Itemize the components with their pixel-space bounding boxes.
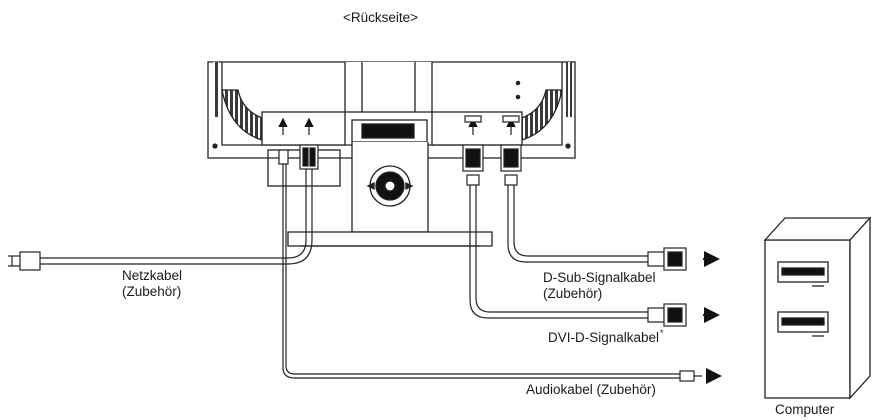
direction-arrows bbox=[703, 251, 722, 384]
dvi-cable-label: DVI-D-Signalkabel* bbox=[548, 328, 664, 347]
computer-tower-icon bbox=[763, 216, 872, 400]
dvi-connector-icon bbox=[647, 303, 687, 327]
dsub-connector-icon bbox=[647, 247, 687, 271]
plugs bbox=[278, 144, 522, 186]
rear-connectors bbox=[278, 115, 520, 135]
audio-cable bbox=[282, 164, 680, 379]
power-plug-icon bbox=[8, 251, 41, 271]
power-cable bbox=[40, 169, 313, 265]
computer-label: Computer bbox=[775, 402, 835, 417]
dsub-cable-label-line2: (Zubehör) bbox=[543, 286, 603, 301]
diagram-title: <Rückseite> bbox=[343, 10, 419, 25]
power-cable-label-line2: (Zubehör) bbox=[122, 284, 182, 299]
audio-cable-label: Audiokabel (Zubehör) bbox=[526, 382, 656, 397]
cables bbox=[8, 164, 702, 382]
dsub-cable-label-line1: D-Sub-Signalkabel bbox=[543, 270, 656, 285]
power-cable-label: Netzkabel (Zubehör) bbox=[122, 268, 182, 300]
dsub-cable-label: D-Sub-Signalkabel (Zubehör) bbox=[543, 270, 656, 302]
dsub-cable bbox=[507, 185, 648, 263]
audio-plug-icon bbox=[679, 370, 702, 382]
dvi-cable bbox=[469, 185, 648, 319]
power-cable-label-line1: Netzkabel bbox=[122, 268, 183, 283]
dvi-cable-label-text: DVI-D-Signalkabel bbox=[548, 330, 660, 345]
dvi-footnote-mark: * bbox=[660, 328, 664, 338]
